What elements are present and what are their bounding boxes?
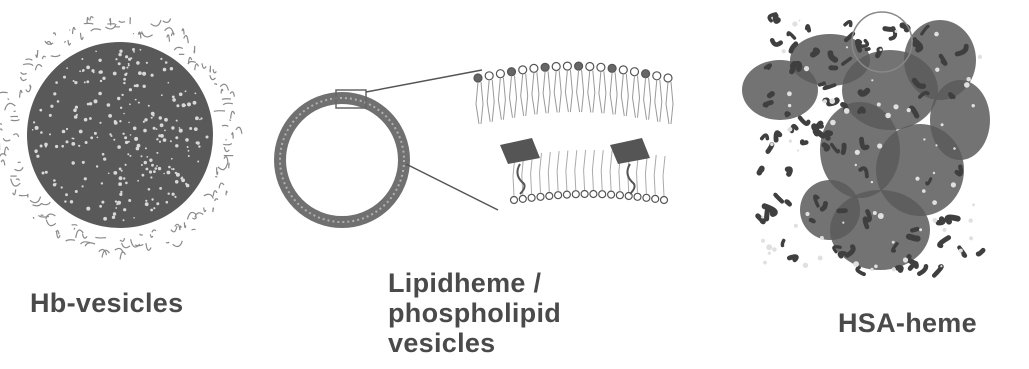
- hemoglobin-core: [27, 42, 213, 228]
- caption-line-2: phospholipid: [388, 298, 561, 328]
- heme-plane-left: [500, 138, 540, 194]
- heme-plane-right: [610, 138, 650, 194]
- protein-ribbon: [742, 14, 990, 276]
- caption-hsa-heme: HSA-heme: [838, 308, 977, 338]
- zoom-line-top: [366, 70, 482, 92]
- hsa-heme-ribbon-illustration: [720, 0, 1020, 300]
- caption-lipidheme-vesicles: Lipidheme / phospholipid vesicles: [388, 268, 561, 358]
- caption-line-1: Lipidheme /: [388, 268, 561, 298]
- hb-vesicle-illustration: [0, 0, 250, 270]
- caption-line-3: vesicles: [388, 328, 561, 358]
- zoom-line-bottom: [406, 164, 498, 210]
- lipidheme-vesicle-illustration: [270, 50, 690, 240]
- caption-hb-vesicles: Hb-vesicles: [30, 288, 183, 318]
- phospholipid-bilayer: [474, 62, 673, 203]
